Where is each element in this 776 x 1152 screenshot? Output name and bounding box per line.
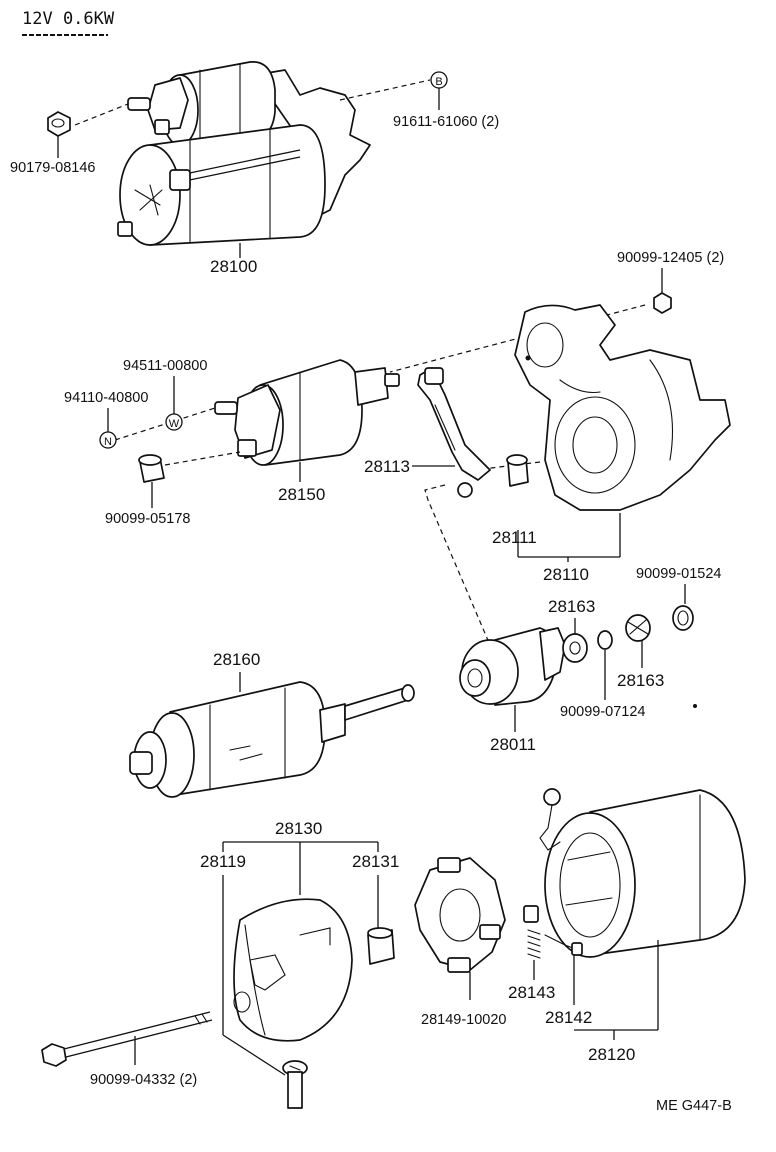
label-28150: 28150	[278, 485, 325, 504]
label-28163-b: 28163	[617, 671, 664, 690]
yoke-28120-drawing	[539, 788, 746, 958]
label-28142: 28142	[545, 1008, 592, 1027]
brush-spring-28143-drawing	[523, 905, 541, 959]
leader-28119-diagonal	[222, 1034, 286, 1076]
label-28143: 28143	[508, 983, 555, 1002]
callout-b-letter: B	[435, 76, 442, 88]
bush-28131-drawing	[367, 927, 395, 965]
stray-dot	[693, 704, 697, 708]
label-28111: 28111	[492, 528, 537, 547]
callout-n-circle	[99, 431, 117, 449]
label-90099-01524: 90099-01524	[636, 566, 721, 582]
nut-dashed-leader	[74, 103, 129, 126]
label-28130: 28130	[275, 819, 322, 838]
armature-28160-drawing	[129, 681, 415, 798]
callout-w-circle	[165, 413, 183, 431]
solenoid-cap-dashed-leader	[164, 451, 241, 466]
drive-housing-28110-drawing	[514, 304, 731, 511]
label-28110: 28110	[543, 565, 589, 584]
starter-assembly-drawing	[117, 61, 371, 258]
end-frame-28130-drawing	[233, 898, 353, 1042]
callout-n-letter: N	[104, 436, 112, 448]
snap-ring-90099-01524-drawing	[672, 605, 694, 631]
stop-collar-28163-b-drawing	[625, 614, 651, 642]
label-94110-40800: 94110-40800	[64, 390, 148, 406]
label-28131: 28131	[352, 852, 399, 871]
brush-holder-28149-10020-drawing	[414, 857, 506, 973]
solenoid-28150-drawing	[214, 359, 400, 482]
nut-90179-08146-drawing	[47, 111, 71, 158]
label-90099-04332: 90099-04332 (2)	[90, 1072, 197, 1088]
label-28120: 28120	[588, 1045, 635, 1064]
label-28113: 28113	[364, 457, 410, 476]
spec-header: 12V 0.6KW	[22, 9, 115, 29]
lever-28113-drawing	[417, 367, 491, 498]
callout-w-letter: W	[169, 418, 180, 430]
label-94511-00800: 94511-00800	[123, 358, 207, 374]
label-28119: 28119	[200, 852, 246, 871]
cap-90099-05178-drawing	[138, 454, 165, 508]
nut-90099-12405-drawing	[653, 292, 672, 314]
label-91611-61060: 91611-61060 (2)	[393, 114, 499, 130]
bolt-b-dashed-leader	[339, 79, 431, 101]
label-28100: 28100	[210, 257, 257, 276]
stop-collar-28163-a-drawing	[562, 633, 588, 663]
label-90099-05178: 90099-05178	[105, 511, 190, 527]
solenoid-nut-dashed-leader	[114, 407, 216, 441]
label-28149-10020: 28149-10020	[421, 1012, 506, 1028]
housing-dashed-leader-top	[389, 304, 646, 373]
label-28160: 28160	[213, 650, 260, 669]
label-28163-a: 28163	[548, 597, 595, 616]
label-90099-07124: 90099-07124	[560, 704, 645, 720]
label-90099-12405: 90099-12405 (2)	[617, 250, 724, 266]
clutch-28011-drawing	[459, 627, 566, 706]
lever-to-clutch-dashed-leader	[424, 484, 491, 646]
bush-28111-drawing	[506, 454, 529, 487]
figure-code: ME G447-B	[656, 1098, 732, 1114]
label-90179-08146: 90179-08146	[10, 160, 95, 176]
washer-90099-07124-drawing	[597, 630, 613, 650]
label-28011: 28011	[490, 735, 536, 754]
through-bolt-90099-04332-drawing	[41, 1011, 213, 1067]
screw-28119-drawing	[282, 1060, 308, 1109]
